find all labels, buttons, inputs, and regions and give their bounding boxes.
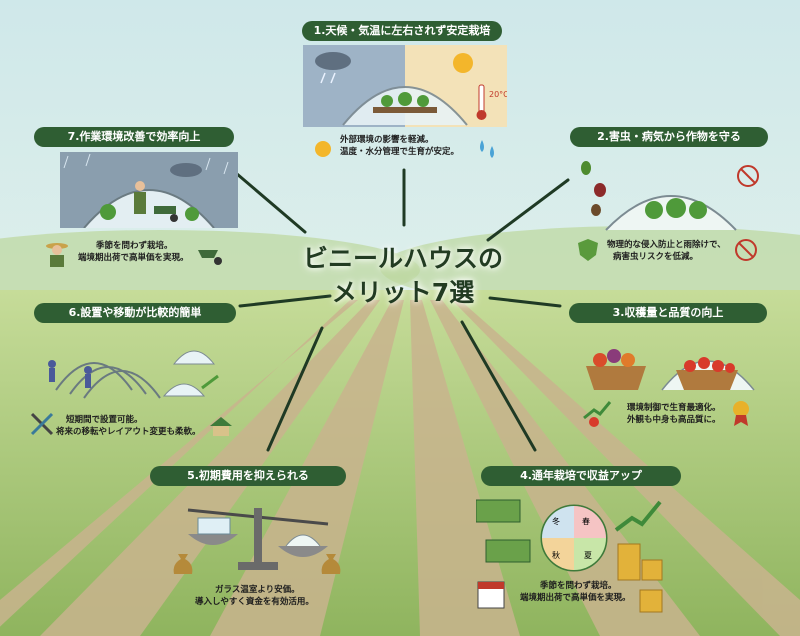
award-icon [733, 401, 749, 426]
desc-line: 外部環境の影響を軽減。 [340, 135, 434, 145]
illustration-work-environment [60, 152, 238, 228]
no-bug-icon [735, 239, 757, 261]
illustration-easy-installation [48, 350, 219, 399]
sun-icon [315, 141, 331, 157]
wheelbarrow-icon [198, 250, 222, 265]
desc-benefit-7: 季節を問わず栽培。 端境期出荷で高単価を実現。 [78, 240, 189, 264]
wheelbarrow-icon [154, 206, 178, 222]
illustration-weather-greenhouse: 20°C [303, 45, 507, 127]
illustration-cost-scale [187, 508, 329, 570]
sun-icon [453, 53, 473, 73]
thermometer-icon [476, 84, 487, 120]
season-wheel: 春 夏 秋 冬 [540, 504, 608, 572]
money-bag-icon [173, 554, 193, 574]
growth-arrow-icon [614, 500, 662, 532]
greenhouse-icon [172, 350, 216, 365]
main-title: ビニールハウスの メリット7選 [290, 242, 516, 310]
money-bag-icon [321, 554, 341, 574]
desc-line: 端境期出荷で高単価を実現。 [520, 593, 631, 603]
cloud-rain-icon [170, 163, 202, 177]
calendar-icon [477, 581, 505, 609]
desc-benefit-3: 環境制御で生育最適化。 外観も中身も高品質に。 [627, 402, 721, 426]
desc-line: 物理的な侵入防止と雨除けで、 [607, 240, 726, 250]
tag-benefit-6: 6.設置や移動が比較的簡単 [34, 303, 236, 323]
desc-line: 短期間で設置可能。 [66, 415, 143, 425]
desc-benefit-5: ガラス温室より安価。 導入しやすく資金を有効活用。 [195, 584, 314, 608]
title-line-2: メリット7選 [331, 278, 475, 307]
tools-icon [30, 412, 54, 436]
desc-line: 病害虫リスクを低減。 [613, 252, 699, 262]
tag-benefit-2: 2.害虫・病気から作物を守る [570, 127, 768, 147]
tag-benefit-1: 1.天候・気温に左右されず安定栽培 [302, 21, 502, 41]
season-summer: 夏 [584, 551, 592, 560]
tag-benefit-4: 4.通年栽培で収益アップ [481, 466, 681, 486]
desc-line: 外観も中身も高品質に。 [627, 415, 721, 425]
tag-benefit-7: 7.作業環境改善で効率向上 [34, 127, 234, 147]
temperature-label: 20°C [489, 90, 507, 99]
house-icon [210, 417, 232, 436]
illustration-harvest-baskets [586, 349, 755, 391]
bug-icon [581, 161, 606, 216]
illustration-pest-protection [581, 161, 759, 231]
money-icon [476, 499, 531, 563]
desc-benefit-6: 短期間で設置可能。 将来の移転やレイアウト変更も柔軟。 [56, 414, 201, 438]
tag-benefit-3: 3.収穫量と品質の向上 [569, 303, 767, 323]
connector-lines [228, 166, 570, 452]
farmer-icon [134, 181, 146, 214]
season-spring: 春 [582, 516, 590, 526]
scale-icon [187, 508, 329, 570]
desc-line: 季節を問わず栽培。 [540, 581, 617, 591]
desc-line: 端境期出荷で高単価を実現。 [78, 253, 189, 263]
desc-benefit-2: 物理的な侵入防止と雨除けで、 病害虫リスクを低減。 [607, 239, 726, 263]
title-line-1: ビニールハウスの [302, 244, 503, 273]
illustration-year-round-profit: 春 夏 秋 冬 [476, 499, 663, 613]
farmer-icon [46, 243, 68, 267]
desc-line: 将来の移転やレイアウト変更も柔軟。 [56, 427, 201, 437]
tomato-icon [583, 401, 612, 427]
season-winter: 冬 [552, 516, 560, 526]
coin-stack-icon [617, 543, 663, 581]
desc-line: 環境制御で生育最適化。 [627, 403, 721, 413]
desc-benefit-1: 外部環境の影響を軽減。 温度・水分管理で生育が安定。 [340, 134, 459, 158]
coin-stack-icon [639, 589, 663, 613]
season-autumn: 秋 [552, 550, 560, 560]
shield-icon [578, 239, 598, 261]
worker-figures [48, 360, 92, 388]
tag-benefit-5: 5.初期費用を抑えられる [150, 466, 346, 486]
desc-benefit-4: 季節を問わず栽培。 端境期出荷で高単価を実現。 [520, 580, 631, 604]
water-drop-icon [480, 140, 494, 158]
desc-line: 導入しやすく資金を有効活用。 [195, 597, 314, 607]
cloud-rain-icon [315, 52, 351, 84]
desc-line: ガラス温室より安価。 [215, 585, 300, 595]
desc-line: 季節を問わず栽培。 [96, 241, 173, 251]
desc-line: 温度・水分管理で生育が安定。 [340, 147, 460, 157]
no-bug-icon [737, 165, 759, 187]
